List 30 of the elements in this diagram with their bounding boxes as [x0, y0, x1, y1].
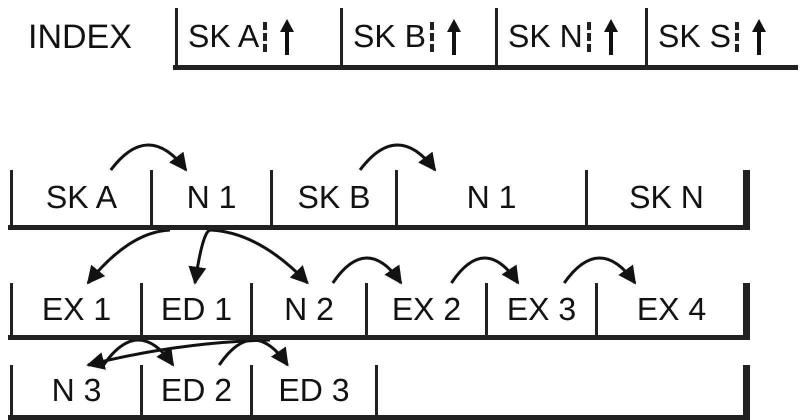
field-label: SK S	[658, 18, 731, 55]
arrow	[188, 228, 211, 285]
field-label: EX 3	[506, 290, 576, 328]
arrow	[110, 144, 188, 172]
field-label: SK B	[353, 18, 426, 55]
arrow	[450, 256, 520, 284]
arrow	[218, 338, 289, 366]
field-label: SK N	[629, 179, 704, 216]
field-label: SK A	[46, 179, 118, 216]
field-label: SK B	[298, 179, 370, 216]
field-label: N 1	[466, 179, 516, 216]
field-label: N 2	[284, 290, 334, 328]
field-label: EX 2	[392, 290, 462, 328]
arrow	[358, 144, 436, 172]
arrow	[210, 228, 309, 284]
arrow	[86, 228, 170, 284]
field-label: ED 3	[278, 372, 350, 408]
row-label: INDEX	[28, 18, 132, 57]
field-label: SK A	[188, 18, 260, 55]
field-label: N 1	[186, 179, 236, 216]
field-label: EX 4	[636, 290, 706, 328]
field-label: ED 2	[160, 372, 232, 408]
field-label: N 3	[52, 372, 102, 408]
arrow	[86, 338, 270, 370]
field-label: ED 1	[160, 290, 232, 328]
arrow	[563, 256, 636, 284]
arrow	[332, 256, 402, 284]
field-label: EX 1	[42, 290, 112, 328]
field-label: SK N	[508, 18, 583, 55]
arrow	[102, 338, 174, 366]
